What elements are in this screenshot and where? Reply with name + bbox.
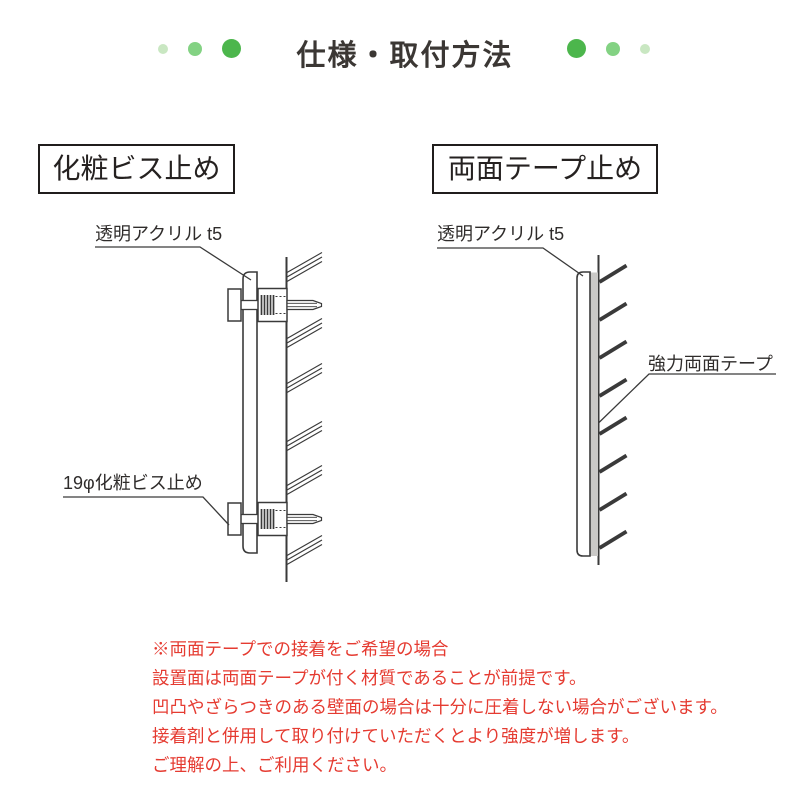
screw-assembly-top bbox=[227, 287, 323, 323]
tape-method-title: 両面テープ止め bbox=[432, 144, 658, 194]
screw-method-title: 化粧ビス止め bbox=[38, 144, 235, 194]
wall-hatch bbox=[286, 252, 323, 565]
leader-line-tape bbox=[598, 373, 776, 424]
leader-line-acrylic-right bbox=[437, 247, 584, 277]
acrylic-label-right: 透明アクリル t5 bbox=[437, 224, 565, 244]
green-dot-icon bbox=[222, 39, 241, 58]
spacer bbox=[257, 287, 288, 323]
screw-assembly-bottom bbox=[227, 501, 323, 537]
screw-mount-drawing bbox=[63, 246, 323, 582]
acrylic-label-left: 透明アクリル t5 bbox=[95, 224, 223, 244]
note-line: 凹凸やざらつきのある壁面の場合は十分に圧着しない場合がございます。 bbox=[152, 697, 728, 717]
header-dots-left bbox=[158, 39, 241, 58]
green-dot-icon bbox=[158, 43, 168, 54]
note-line: ※両面テープでの接着をご希望の場合 bbox=[152, 639, 449, 659]
header-dots-right bbox=[567, 39, 650, 58]
tape-mount-drawing bbox=[437, 247, 776, 565]
hidden-hole-lines bbox=[275, 296, 287, 314]
page-title: 仕様・取付方法 bbox=[296, 40, 514, 72]
tape-strip bbox=[590, 272, 598, 556]
green-dot-icon bbox=[188, 41, 202, 56]
acrylic-panel bbox=[242, 271, 258, 554]
screw-thread-coil bbox=[260, 295, 275, 315]
screw-tip-lines bbox=[287, 302, 317, 308]
acrylic-panel bbox=[576, 271, 591, 557]
screw-label: 19φ化粧ビス止め bbox=[63, 473, 203, 493]
screw-tip bbox=[286, 299, 323, 311]
green-dot-icon bbox=[606, 41, 620, 56]
screw-cap bbox=[227, 288, 242, 322]
leader-line-screw bbox=[63, 496, 230, 526]
note-line: 接着剤と併用して取り付けていただくとより強度が増します。 bbox=[152, 726, 640, 746]
caution-notes: ※両面テープでの接着をご希望の場合 設置面は両面テープが付く材質であることが前提… bbox=[152, 635, 728, 780]
leader-line-acrylic-left bbox=[95, 246, 252, 281]
note-line: 設置面は両面テープが付く材質であることが前提です。 bbox=[152, 668, 587, 688]
note-line: ご理解の上、ご利用ください。 bbox=[152, 755, 397, 775]
screw-shaft bbox=[239, 299, 260, 311]
wall-hatch-thick bbox=[598, 263, 628, 550]
green-dot-icon bbox=[640, 43, 650, 54]
green-dot-icon bbox=[567, 39, 586, 58]
tape-label: 強力両面テープ bbox=[648, 354, 773, 374]
